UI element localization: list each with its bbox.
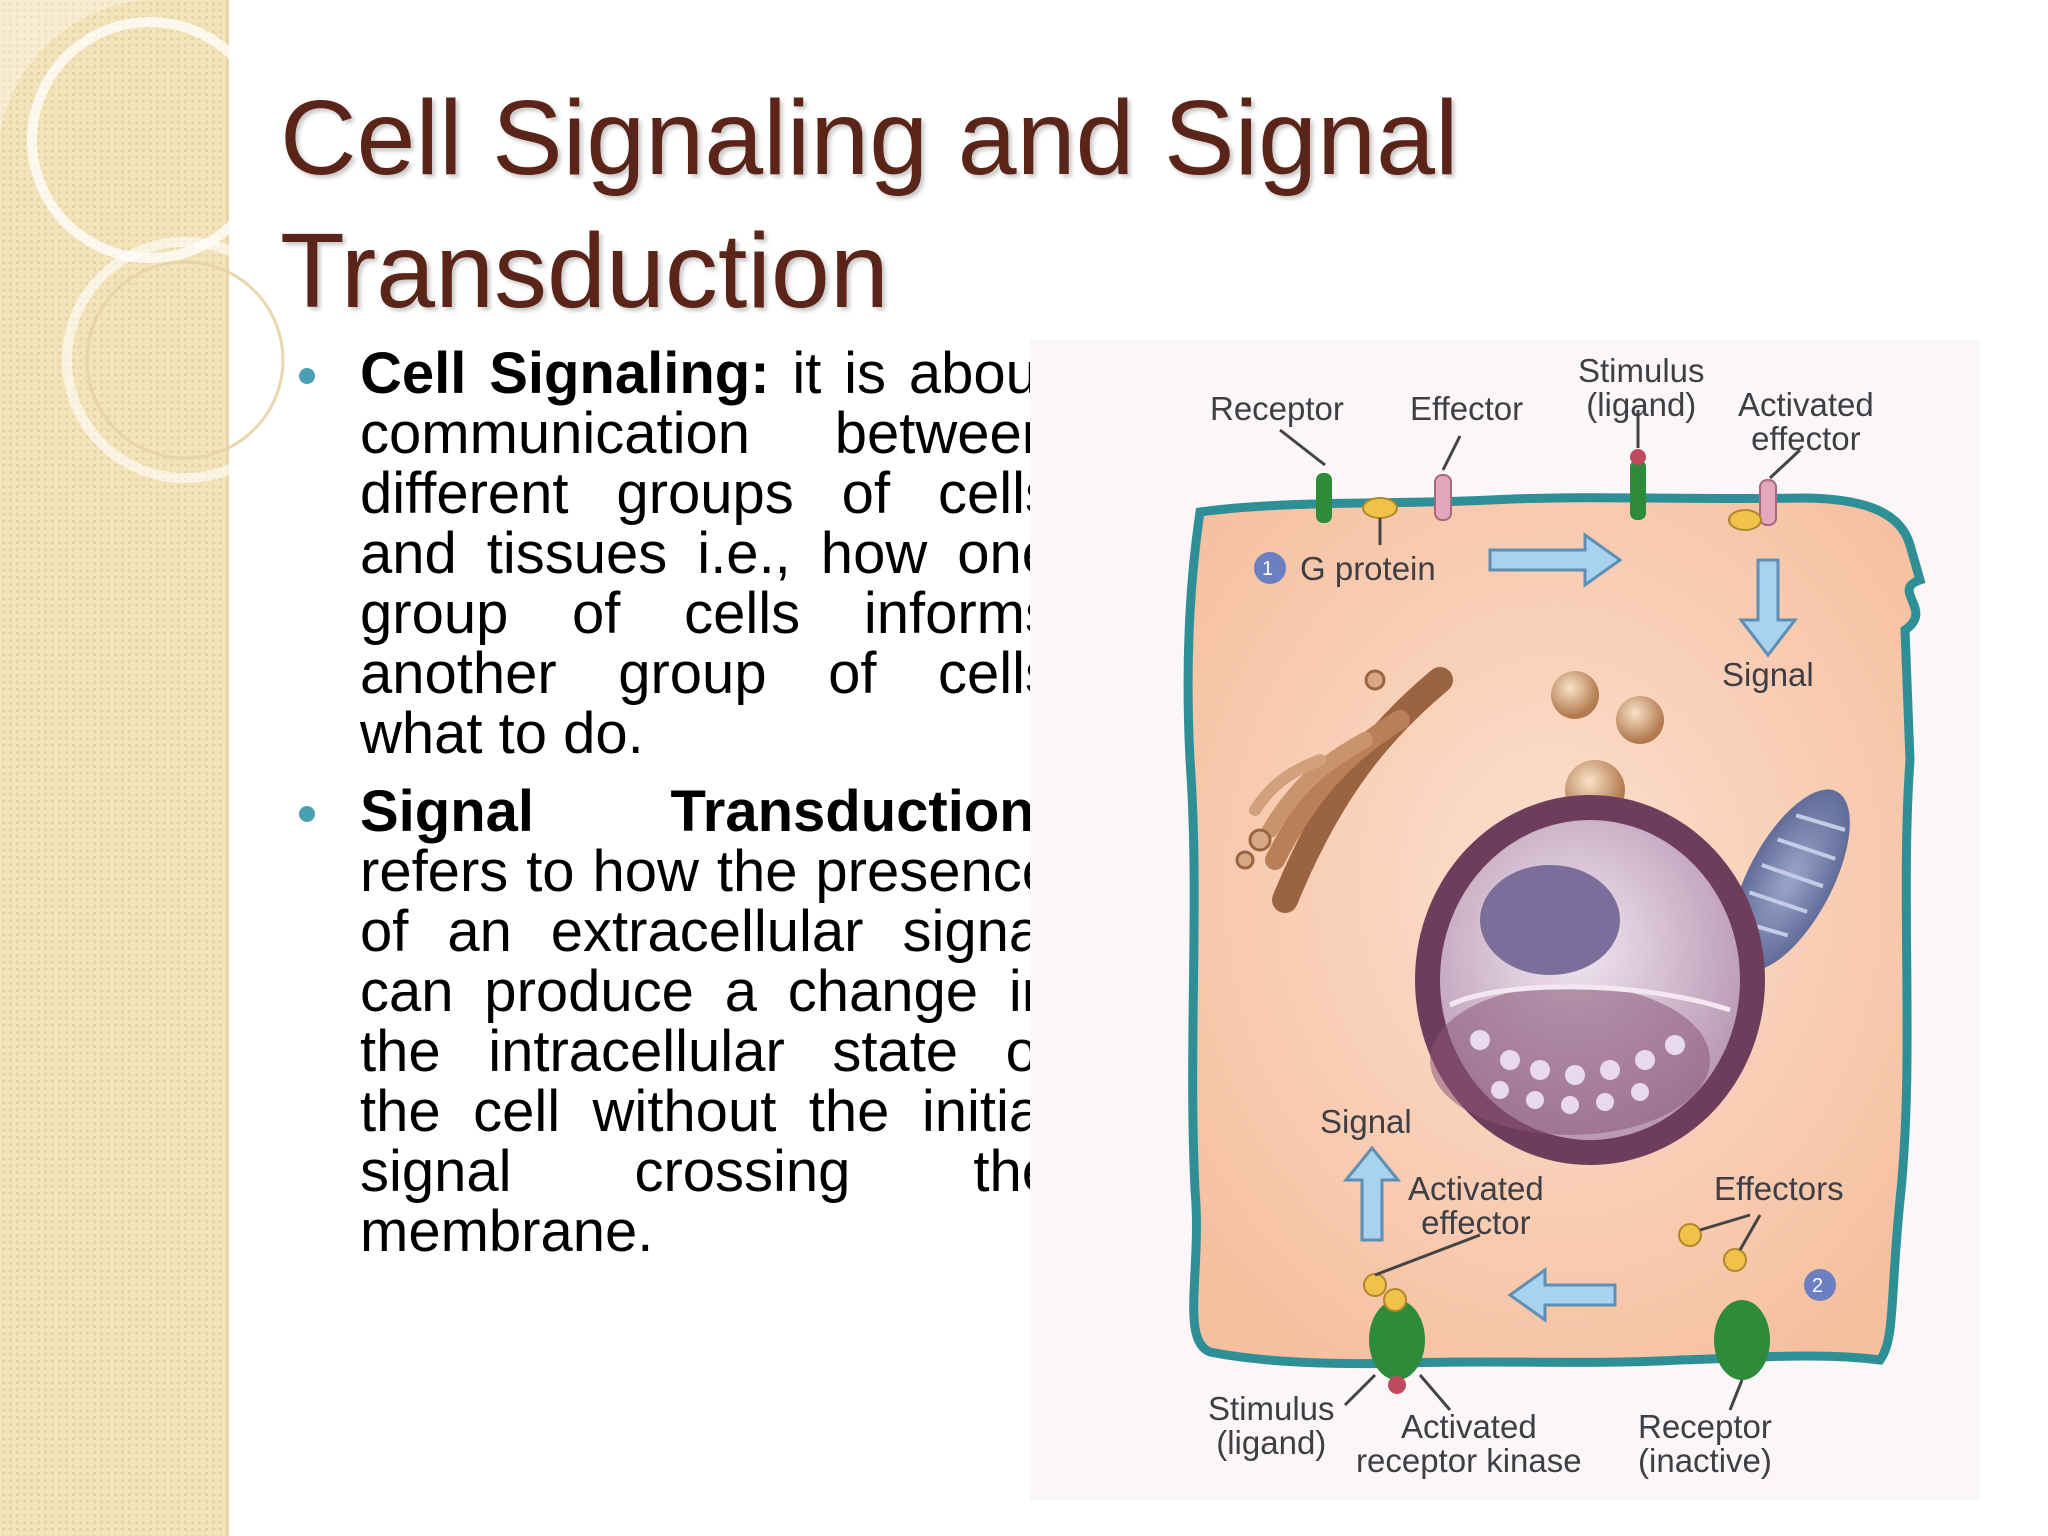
label-receptor-inactive: Receptor (inactive) <box>1638 1410 1772 1478</box>
nucleolus <box>1480 865 1620 975</box>
step-2-marker <box>1804 1269 1836 1301</box>
sidebar-edge <box>226 0 229 1536</box>
label-activated-effector-top: Activated effector <box>1738 388 1874 456</box>
label-signal-left: Signal <box>1320 1103 1412 1140</box>
label-line: receptor kinase <box>1356 1442 1582 1479</box>
step-1-marker <box>1254 552 1286 584</box>
label-stimulus-bottom: Stimulus (ligand) <box>1208 1392 1335 1460</box>
label-line: Activated <box>1408 1170 1544 1207</box>
label-line: effector <box>1751 420 1861 457</box>
cell-diagram: Receptor Effector Stimulus (ligand) Acti… <box>1030 340 1980 1500</box>
page-title: Cell Signaling and Signal Transduction <box>280 79 1459 330</box>
activated-effector-top <box>1728 448 1802 531</box>
label-activated-receptor-kinase: Activated receptor kinase <box>1356 1410 1582 1478</box>
activated-receptor-kinase <box>1343 1233 1481 1411</box>
receptor-ligand-top <box>1630 410 1646 520</box>
receptor-inactive <box>1714 1300 1770 1411</box>
label-effector-top: Effector <box>1410 390 1524 427</box>
golgi-apparatus <box>1235 667 1453 913</box>
arrow-up-icon <box>1342 1145 1402 1242</box>
decorative-rings <box>0 0 308 483</box>
bullet-term: Signal Transduction: <box>360 779 1054 844</box>
step-2-number: 2 <box>1812 1275 1824 1297</box>
bullet-text: refers to how the presence of an extrace… <box>360 839 1054 1264</box>
label-signal-right: Signal <box>1722 656 1814 693</box>
bullet-dot-icon <box>299 368 315 384</box>
bullet-signal-transduction: Signal Transduction: refers to how the p… <box>292 782 1054 1262</box>
label-line: (inactive) <box>1638 1442 1772 1479</box>
label-line: Stimulus <box>1578 352 1705 389</box>
vesicle <box>1551 671 1599 719</box>
mitochondrion <box>1730 789 1850 971</box>
label-activated-effector-bottom: Activated effector <box>1408 1172 1544 1240</box>
label-line: (ligand) <box>1216 1424 1327 1461</box>
arrow-left-icon <box>1507 1267 1617 1323</box>
label-line: Stimulus <box>1208 1390 1335 1427</box>
bullet-list: Cell Signaling: it is about communicatio… <box>292 344 1054 1280</box>
label-line: Receptor <box>1638 1408 1772 1445</box>
label-line: Activated <box>1400 1408 1537 1445</box>
label-g-protein: G protein <box>1300 550 1436 587</box>
bullet-cell-signaling: Cell Signaling: it is about communicatio… <box>292 344 1054 764</box>
step-1-number: 1 <box>1262 558 1274 580</box>
arrow-right-icon <box>1488 532 1623 588</box>
effector-top <box>1434 435 1462 521</box>
bullet-dot-icon <box>299 806 315 822</box>
bullet-text: it is about communication between differ… <box>360 341 1054 766</box>
receptor-top <box>1279 428 1332 523</box>
nucleus <box>1415 795 1765 1165</box>
label-effectors: Effectors <box>1714 1170 1844 1207</box>
cell-illustration <box>1183 410 1926 1411</box>
g-protein-top <box>1362 497 1398 545</box>
label-line: (ligand) <box>1586 386 1697 423</box>
label-stimulus-top: Stimulus (ligand) <box>1578 354 1705 422</box>
label-receptor-top: Receptor <box>1210 390 1344 427</box>
label-line: Activated <box>1738 386 1874 423</box>
arrow-down-icon <box>1737 558 1799 658</box>
vesicle <box>1616 696 1664 744</box>
effectors-free <box>1678 1213 1762 1272</box>
label-line: effector <box>1421 1204 1531 1241</box>
bullet-term: Cell Signaling: <box>360 341 770 406</box>
